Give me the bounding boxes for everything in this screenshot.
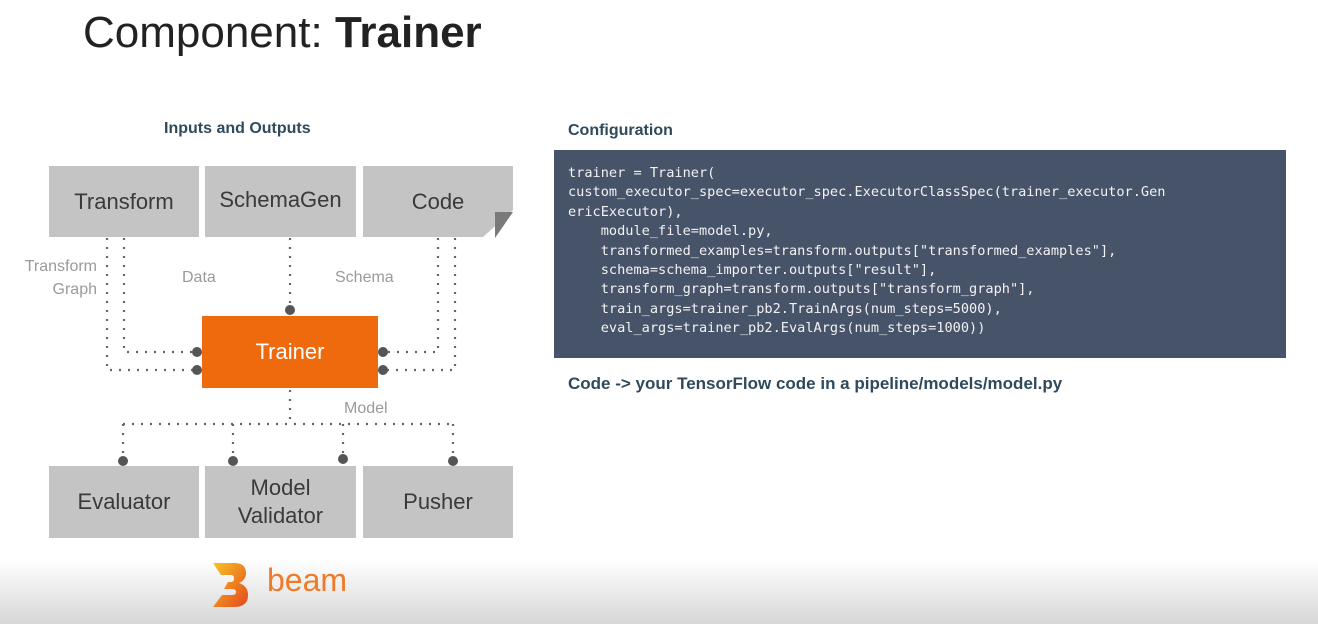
bottom-fade [0,560,1318,624]
folded-corner-icon [495,212,513,238]
beam-logo-icon [213,563,248,607]
schema-label: Schema [335,269,394,286]
evaluator-box: Evaluator [49,466,199,538]
pusher-box: Pusher [363,466,513,538]
port-dot [378,347,388,357]
trainer-box: Trainer [202,316,378,388]
configuration-heading: Configuration [568,122,673,139]
code-box: Code [363,166,513,237]
transform-box: Transform [49,166,199,237]
port-dot [378,365,388,375]
code-block: trainer = Trainer( custom_executor_spec=… [554,150,1286,358]
port-dot [228,456,238,466]
code-note: Code -> your TensorFlow code in a pipeli… [568,374,1063,393]
port-dot [338,454,348,464]
data-label: Data [182,269,216,286]
model-label: Model [344,400,388,417]
slide-title: Component: Trainer [83,8,482,57]
transform-graph-label: Transform Graph [24,258,97,298]
port-dot [192,365,202,375]
port-dot [118,456,128,466]
beam-logo-text: beam [267,562,348,598]
connector-lines [105,238,458,466]
port-dot [285,305,295,315]
diagram-heading: Inputs and Outputs [164,120,311,137]
schemagen-box: SchemaGen [205,166,356,237]
model-validator-box: Model Validator [205,466,356,538]
port-dot [192,347,202,357]
port-dot [448,456,458,466]
